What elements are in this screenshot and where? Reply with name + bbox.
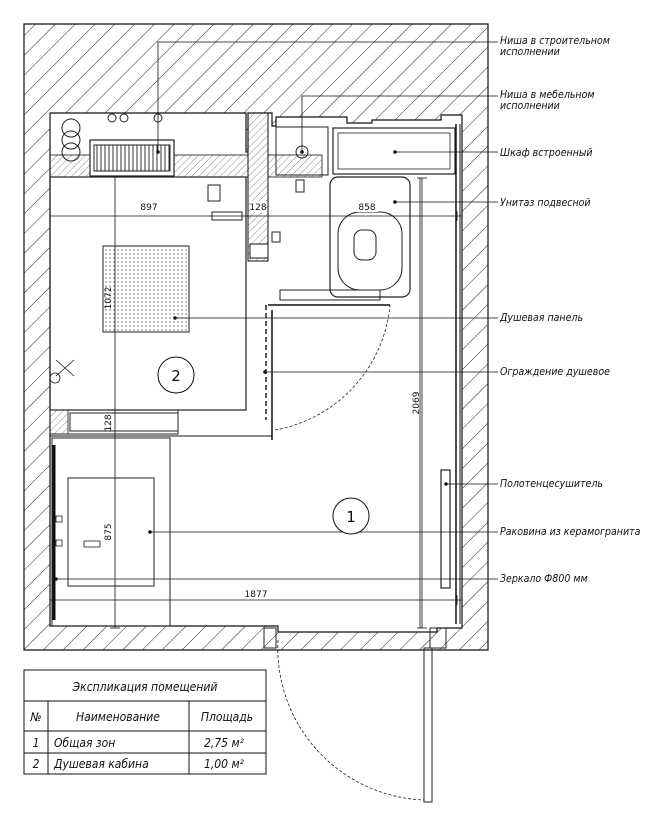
leader-lines	[56, 41, 498, 580]
table-title: Экспликация помещений	[72, 680, 218, 694]
label-niche-construction: Ниша в строительном исполнении	[500, 35, 613, 58]
dim-875: 875	[104, 523, 114, 540]
label-porcelain-sink: Раковина из керамогранита	[500, 526, 641, 538]
dimension-lines	[49, 176, 462, 629]
dim-858: 858	[358, 203, 375, 213]
row-1-number: 1	[33, 736, 40, 750]
dim-128-top: 128	[249, 203, 266, 213]
label-mirror: Зеркало Ф800 мм	[500, 573, 588, 585]
header-number: №	[29, 710, 41, 724]
header-area: Площадь	[201, 710, 253, 724]
dim-128-mid: 128	[104, 414, 114, 431]
label-shower-panel: Душевая панель	[499, 312, 583, 324]
callout-labels: Ниша в строительном исполнении Ниша в ме…	[499, 35, 641, 585]
room-1-number: 1	[346, 508, 356, 526]
room-markers: 2 1	[157, 356, 370, 535]
room-2-number: 2	[171, 367, 181, 385]
row-2-name: Душевая кабина	[53, 757, 149, 771]
label-niche-furniture: Ниша в мебельном исполнении	[500, 89, 598, 112]
row-2-number: 2	[33, 757, 40, 771]
dim-1072: 1072	[104, 287, 114, 310]
walls	[23, 23, 489, 651]
row-1-name: Общая зон	[54, 736, 115, 750]
header-name: Наименование	[76, 710, 160, 724]
explication-table: Экспликация помещений № Наименование Пло…	[23, 669, 267, 775]
dim-1877: 1877	[245, 590, 268, 600]
row-1-area: 2,75 м²	[204, 736, 245, 750]
dimension-texts: 897 128 858 1072 2069 128 875 1877	[104, 201, 422, 600]
dim-2069: 2069	[412, 391, 422, 414]
label-built-in-cabinet: Шкаф встроенный	[500, 147, 592, 159]
dim-897: 897	[140, 203, 157, 213]
label-towel-warmer: Полотенцесушитель	[500, 478, 603, 490]
label-wall-hung-toilet: Унитаз подвесной	[500, 197, 591, 209]
leader-dots	[54, 150, 448, 581]
row-2-area: 1,00 м²	[204, 757, 245, 771]
label-shower-enclosure: Ограждение душевое	[500, 366, 610, 378]
